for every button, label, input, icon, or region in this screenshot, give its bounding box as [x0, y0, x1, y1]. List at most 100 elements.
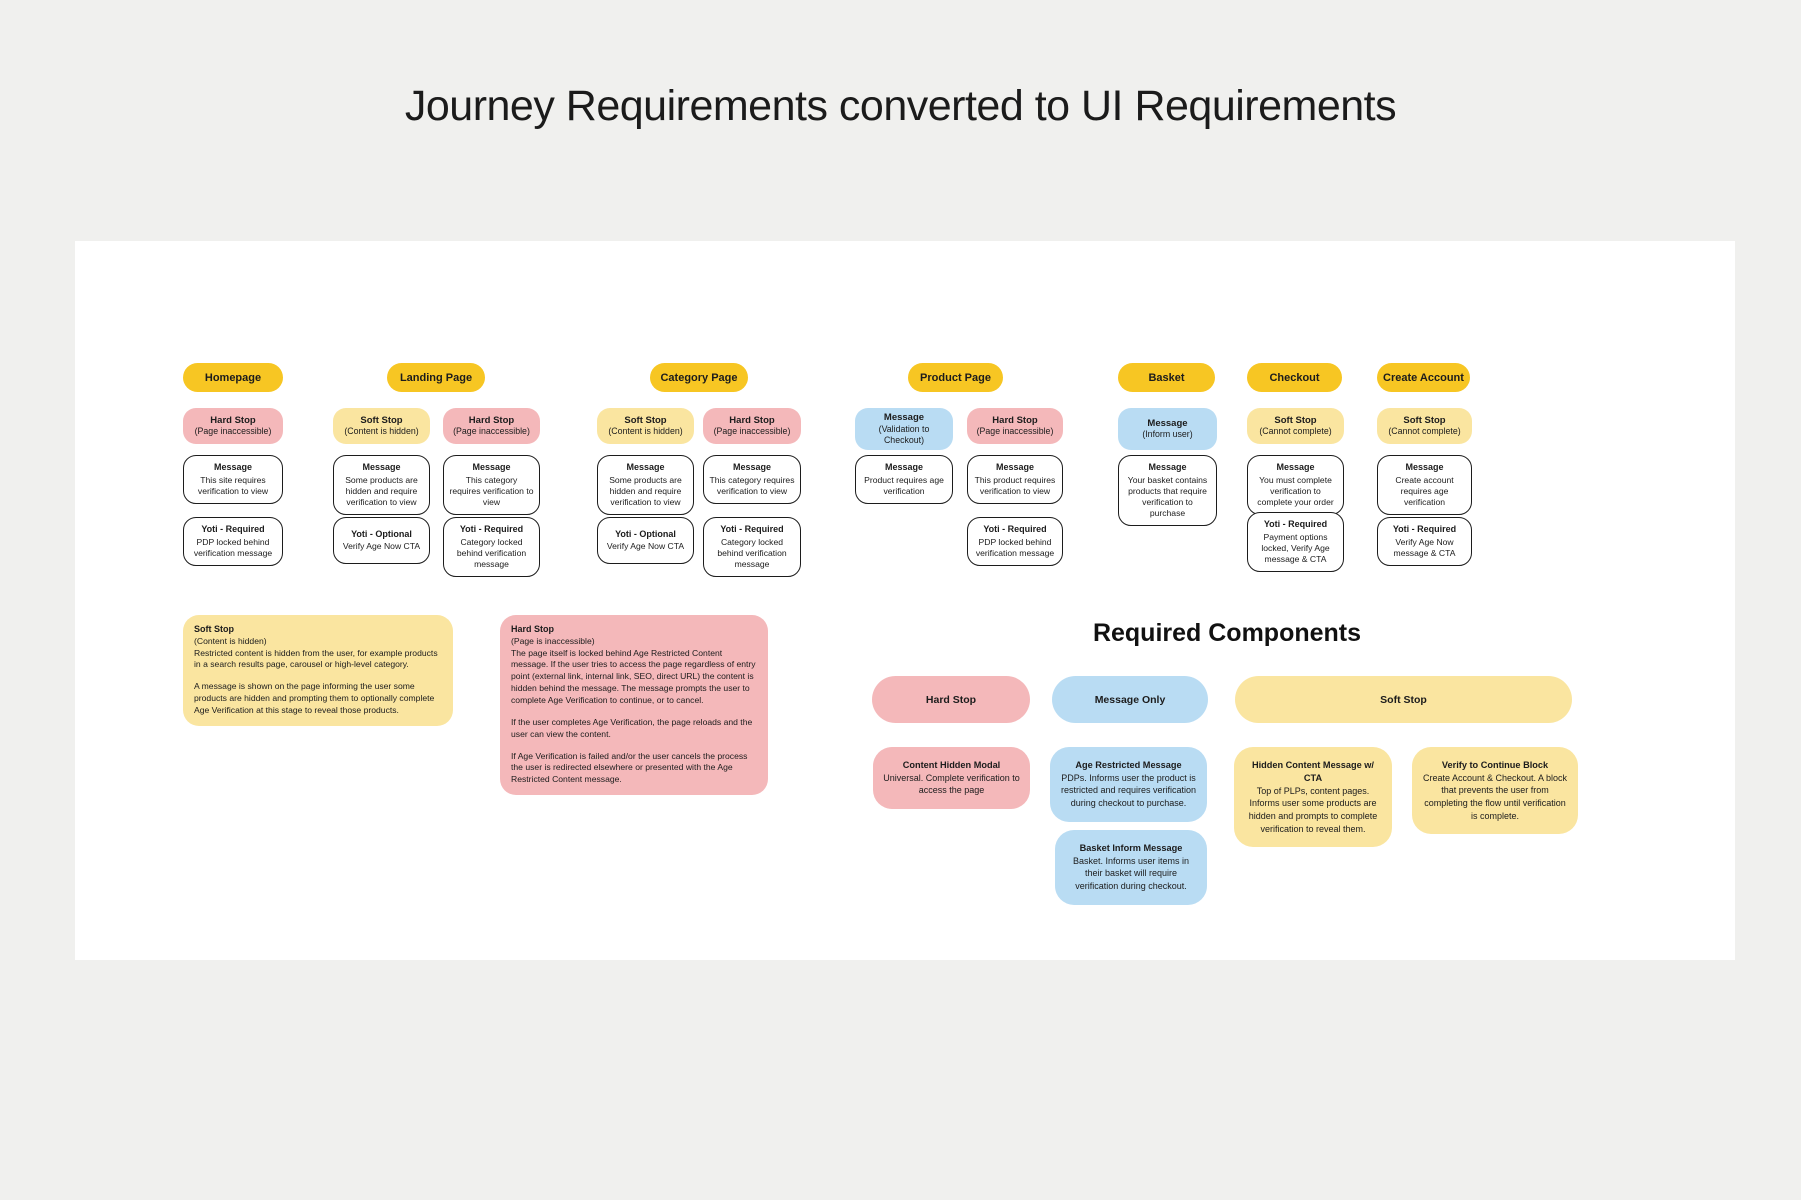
yoti-body: PDP locked behind verification message [193, 536, 273, 558]
stop-box-category-hard: Hard Stop (Page inaccessible) [703, 408, 801, 444]
yoti-box-category-soft: Yoti - Optional Verify Age Now CTA [597, 517, 694, 564]
legend-paragraph: A message is shown on the page informing… [194, 681, 435, 715]
component-body: Top of PLPs, content pages. Informs user… [1248, 785, 1378, 834]
stop-subtitle: (Page inaccessible) [713, 426, 791, 437]
yoti-title: Yoti - Optional [351, 528, 412, 539]
message-title: Message [1148, 462, 1187, 472]
yoti-box-landing-soft: Yoti - Optional Verify Age Now CTA [333, 517, 430, 564]
yoti-box-category-hard: Yoti - Required Category locked behind v… [703, 517, 801, 578]
legend-paragraph: The page itself is locked behind Age Res… [511, 647, 756, 705]
stop-subtitle: (Page inaccessible) [194, 426, 272, 437]
yoti-body: Payment options locked, Verify Age messa… [1261, 531, 1330, 565]
yoti-title: Yoti - Optional [615, 528, 676, 539]
yoti-title: Yoti - Required [201, 524, 265, 534]
stop-box-checkout-soft: Soft Stop (Cannot complete) [1247, 408, 1344, 444]
stop-title: Soft Stop [624, 414, 667, 426]
message-title: Message [626, 462, 665, 472]
message-body: You must complete verification to comple… [1257, 474, 1334, 508]
message-body: Product requires age verification [864, 474, 944, 496]
stop-subtitle: (Page inaccessible) [453, 426, 530, 437]
legend-soft-stop: Soft Stop (Content is hidden) Restricted… [183, 615, 453, 726]
yoti-box-homepage: Yoti - Required PDP locked behind verifi… [183, 517, 283, 567]
stop-box-landing-soft: Soft Stop (Content is hidden) [333, 408, 430, 444]
message-box-create-account: Message Create account requires age veri… [1377, 455, 1472, 516]
message-body: This site requires verification to view [197, 474, 269, 496]
component-body: Basket. Informs user items in their bask… [1072, 855, 1190, 892]
legend-paragraph: If the user completes Age Verification, … [511, 716, 753, 739]
stop-box-create-account-soft: Soft Stop (Cannot complete) [1377, 408, 1472, 444]
yoti-title: Yoti - Required [1263, 519, 1328, 529]
yoti-body: Verify Age Now message & CTA [1393, 536, 1456, 558]
stop-title: Hard Stop [468, 414, 515, 426]
message-title: Message [1405, 462, 1444, 472]
column-header-category-page: Category Page [650, 363, 748, 392]
stop-box-landing-hard: Hard Stop (Page inaccessible) [443, 408, 540, 444]
stop-box-product-message: Message (Validation to Checkout) [855, 408, 953, 450]
stop-subtitle: (Inform user) [1142, 429, 1193, 440]
message-box-checkout: Message You must complete verification t… [1247, 455, 1344, 516]
component-title: Content Hidden Modal [902, 760, 1001, 770]
component-title: Verify to Continue Block [1441, 760, 1549, 770]
stop-subtitle: (Content is hidden) [608, 426, 683, 437]
stop-box-category-soft: Soft Stop (Content is hidden) [597, 408, 694, 444]
yoti-title: Yoti - Required [1392, 524, 1457, 534]
component-hidden-content-message: Hidden Content Message w/ CTA Top of PLP… [1234, 747, 1392, 848]
message-title: Message [732, 462, 772, 472]
yoti-title: Yoti - Required [983, 524, 1047, 534]
yoti-body: Category locked behind verification mess… [717, 536, 787, 570]
yoti-box-landing-hard: Yoti - Required Category locked behind v… [443, 517, 540, 578]
stop-title: Soft Stop [1274, 414, 1317, 426]
pill-soft-stop: Soft Stop [1235, 676, 1572, 723]
component-body: Universal. Complete verification to acce… [883, 772, 1020, 796]
legend-hard-stop: Hard Stop (Page is inaccessible) The pag… [500, 615, 768, 796]
stop-subtitle: (Cannot complete) [1388, 426, 1461, 437]
stop-box-homepage-hard: Hard Stop (Page inaccessible) [183, 408, 283, 444]
yoti-body: Category locked behind verification mess… [456, 536, 527, 570]
stop-box-basket-message: Message (Inform user) [1118, 408, 1217, 450]
message-box-category-hard: Message This category requires verificat… [703, 455, 801, 505]
message-box-product-message: Message Product requires age verificatio… [855, 455, 953, 505]
stop-title: Message [1147, 417, 1188, 429]
yoti-box-product-hard: Yoti - Required PDP locked behind verifi… [967, 517, 1063, 567]
stop-title: Message [883, 412, 925, 423]
column-header-homepage: Homepage [183, 363, 283, 392]
diagram-canvas: Homepage Hard Stop (Page inaccessible) M… [75, 241, 1735, 960]
component-body: PDPs. Informs user the product is restri… [1060, 772, 1197, 809]
stop-title: Soft Stop [360, 414, 403, 426]
legend-title: Hard Stop [511, 624, 555, 634]
column-header-landing-page: Landing Page [387, 363, 485, 392]
component-body: Create Account & Checkout. A block that … [1422, 772, 1568, 821]
component-title: Basket Inform Message [1079, 843, 1183, 853]
yoti-title: Yoti - Required [720, 524, 784, 534]
component-age-restricted-message: Age Restricted Message PDPs. Informs use… [1050, 747, 1207, 822]
column-header-basket: Basket [1118, 363, 1215, 392]
component-verify-to-continue-block: Verify to Continue Block Create Account … [1412, 747, 1578, 835]
stop-subtitle: (Cannot complete) [1259, 426, 1332, 437]
component-content-hidden-modal: Content Hidden Modal Universal. Complete… [873, 747, 1030, 810]
stop-box-product-hard: Hard Stop (Page inaccessible) [967, 408, 1063, 444]
message-box-product-hard: Message This product requires verificati… [967, 455, 1063, 505]
message-title: Message [213, 462, 253, 472]
message-body: This category requires verification to v… [709, 474, 795, 496]
stop-subtitle: (Content is hidden) [344, 426, 419, 437]
message-title: Message [1276, 462, 1315, 472]
message-box-landing-soft: Message Some products are hidden and req… [333, 455, 430, 516]
page-title: Journey Requirements converted to UI Req… [404, 82, 1397, 130]
legend-title: Soft Stop [194, 624, 234, 634]
column-header-create-account: Create Account [1377, 363, 1470, 392]
message-box-landing-hard: Message This category requires verificat… [443, 455, 540, 516]
yoti-body: PDP locked behind verification message [975, 536, 1055, 558]
message-title: Message [884, 462, 924, 472]
message-box-homepage: Message This site requires verification … [183, 455, 283, 505]
message-body: This product requires verification to vi… [974, 474, 1056, 496]
message-body: Some products are hidden and require ver… [609, 474, 682, 508]
component-title: Age Restricted Message [1075, 760, 1182, 770]
yoti-body: Verify Age Now CTA [342, 541, 421, 552]
message-body: Your basket contains products that requi… [1127, 474, 1208, 519]
legend-subtitle: (Page is inaccessible) [511, 635, 595, 646]
column-header-checkout: Checkout [1247, 363, 1342, 392]
pill-message-only: Message Only [1052, 676, 1208, 723]
message-box-basket: Message Your basket contains products th… [1118, 455, 1217, 527]
column-header-product-page: Product Page [908, 363, 1003, 392]
message-box-category-soft: Message Some products are hidden and req… [597, 455, 694, 516]
